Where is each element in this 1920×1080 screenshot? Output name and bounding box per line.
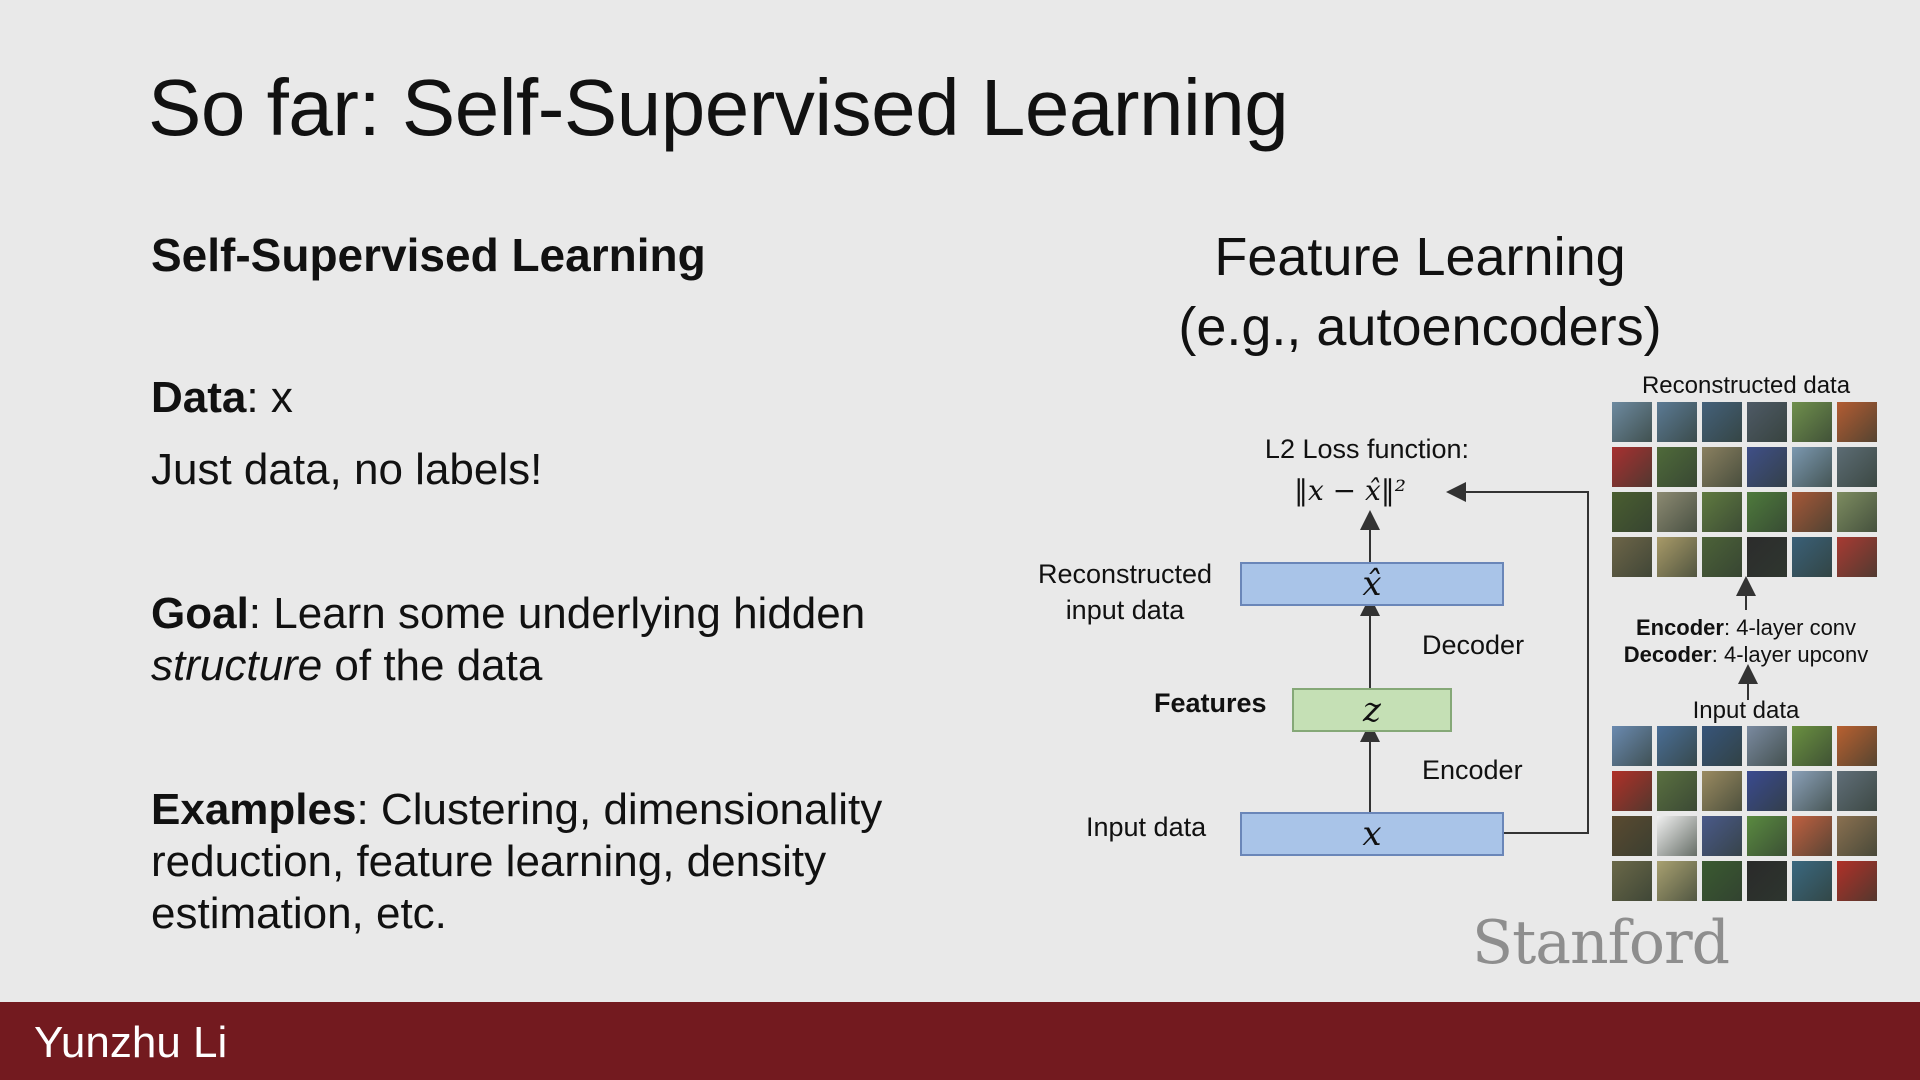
goal-italic-word: structure [151, 641, 323, 690]
feature-learning-title-line2: (e.g., autoencoders) [1178, 297, 1662, 357]
decoder-arch-bold: Decoder [1623, 642, 1712, 667]
thumbnail-image [1612, 537, 1652, 577]
thumbnail-image [1837, 726, 1877, 766]
thumbnail-image [1792, 726, 1832, 766]
thumbnail-image [1747, 447, 1787, 487]
presenter-name: Yunzhu Li [34, 1018, 228, 1067]
thumbnail-image [1612, 492, 1652, 532]
thumbnail-image [1702, 447, 1742, 487]
thumbnail-image [1792, 447, 1832, 487]
thumbnail-image [1747, 861, 1787, 901]
thumbnail-image [1792, 492, 1832, 532]
thumbnail-image [1612, 816, 1652, 856]
stanford-watermark: Stanford [1472, 908, 1730, 978]
loss-label: L2 Loss function: [1264, 434, 1470, 464]
thumbnail-image [1837, 537, 1877, 577]
thumbnail-image [1702, 537, 1742, 577]
thumbnail-image [1747, 726, 1787, 766]
thumbnail-image [1702, 771, 1742, 811]
thumbnail-image [1702, 861, 1742, 901]
footer-bar: Yunzhu Li [0, 1002, 1920, 1080]
examples-text-1: : Clustering, dimensionality [356, 785, 883, 834]
reconstructed-label-line1: Reconstructed [1037, 559, 1213, 589]
thumbnail-image [1792, 861, 1832, 901]
thumbnail-image [1747, 816, 1787, 856]
features-label: Features [1154, 688, 1267, 718]
thumbnail-image [1837, 447, 1877, 487]
decoder-label: Decoder [1422, 630, 1525, 660]
goal-paragraph: Goal: Learn some underlying hidden struc… [151, 588, 865, 692]
just-data-line: Just data, no labels! [151, 445, 543, 494]
thumbnail-image [1702, 726, 1742, 766]
feature-learning-title-line1: Feature Learning [1214, 227, 1626, 287]
examples-text-3: estimation, etc. [151, 889, 447, 938]
thumbnail-image [1747, 402, 1787, 442]
input-box: x [1240, 812, 1504, 856]
architecture-text: Encoder: 4-layer conv Decoder: 4-layer u… [1604, 614, 1888, 668]
thumbnail-image [1657, 492, 1697, 532]
thumbnail-image [1657, 726, 1697, 766]
thumbnail-image [1612, 402, 1652, 442]
thumbnail-image [1657, 771, 1697, 811]
thumbnail-image [1837, 492, 1877, 532]
goal-label: Goal [151, 589, 249, 638]
encoder-arch-bold: Encoder [1635, 615, 1724, 640]
input-thumbnail-grid [1612, 726, 1877, 901]
loss-formula: ‖x − x̂‖² [1293, 474, 1407, 507]
thumbnail-image [1837, 816, 1877, 856]
thumbnail-image [1612, 771, 1652, 811]
data-line: Data: x [151, 372, 293, 424]
examples-paragraph: Examples: Clustering, dimensionality red… [151, 784, 882, 940]
thumbnail-image [1657, 816, 1697, 856]
data-value: : x [246, 373, 293, 422]
features-box: z [1292, 688, 1452, 732]
thumbnail-image [1837, 861, 1877, 901]
thumbnail-image [1702, 402, 1742, 442]
thumbnail-image [1747, 537, 1787, 577]
reconstructed-data-label: Reconstructed data [1641, 372, 1851, 399]
input-data-grid-label: Input data [1692, 697, 1800, 724]
thumbnail-image [1657, 861, 1697, 901]
feature-learning-title: Feature Learning (e.g., autoencoders) [1110, 222, 1730, 362]
thumbnail-image [1792, 537, 1832, 577]
thumbnail-image [1747, 492, 1787, 532]
thumbnail-image [1837, 402, 1877, 442]
thumbnail-image [1657, 447, 1697, 487]
examples-label: Examples [151, 785, 357, 834]
encoder-label: Encoder [1422, 755, 1523, 785]
thumbnail-image [1657, 537, 1697, 577]
reconstructed-label-line2: input data [1065, 595, 1185, 625]
thumbnail-image [1657, 402, 1697, 442]
data-label: Data [151, 373, 247, 422]
slide-title: So far: Self-Supervised Learning [148, 63, 1289, 152]
thumbnail-image [1837, 771, 1877, 811]
thumbnail-image [1612, 447, 1652, 487]
thumbnail-image [1702, 816, 1742, 856]
thumbnail-image [1792, 771, 1832, 811]
thumbnail-image [1612, 726, 1652, 766]
examples-text-2: reduction, feature learning, density [151, 837, 827, 886]
arrow-input-to-loss [1446, 482, 1589, 834]
thumbnail-image [1792, 402, 1832, 442]
goal-text: : Learn some underlying hidden [248, 589, 866, 638]
input-data-label: Input data [1086, 812, 1207, 842]
decoder-arch-desc: : 4-layer upconv [1711, 642, 1869, 667]
reconstructed-input-label: Reconstructed input data [1012, 556, 1238, 628]
thumbnail-image [1702, 492, 1742, 532]
reconstructed-thumbnail-grid [1612, 402, 1877, 577]
reconstructed-box: x̂ [1240, 562, 1504, 606]
thumbnail-image [1747, 771, 1787, 811]
thumbnail-image [1612, 861, 1652, 901]
thumbnail-image [1792, 816, 1832, 856]
goal-text-end: of the data [322, 641, 543, 690]
encoder-arch-desc: : 4-layer conv [1723, 615, 1857, 640]
section-heading: Self-Supervised Learning [151, 229, 706, 281]
